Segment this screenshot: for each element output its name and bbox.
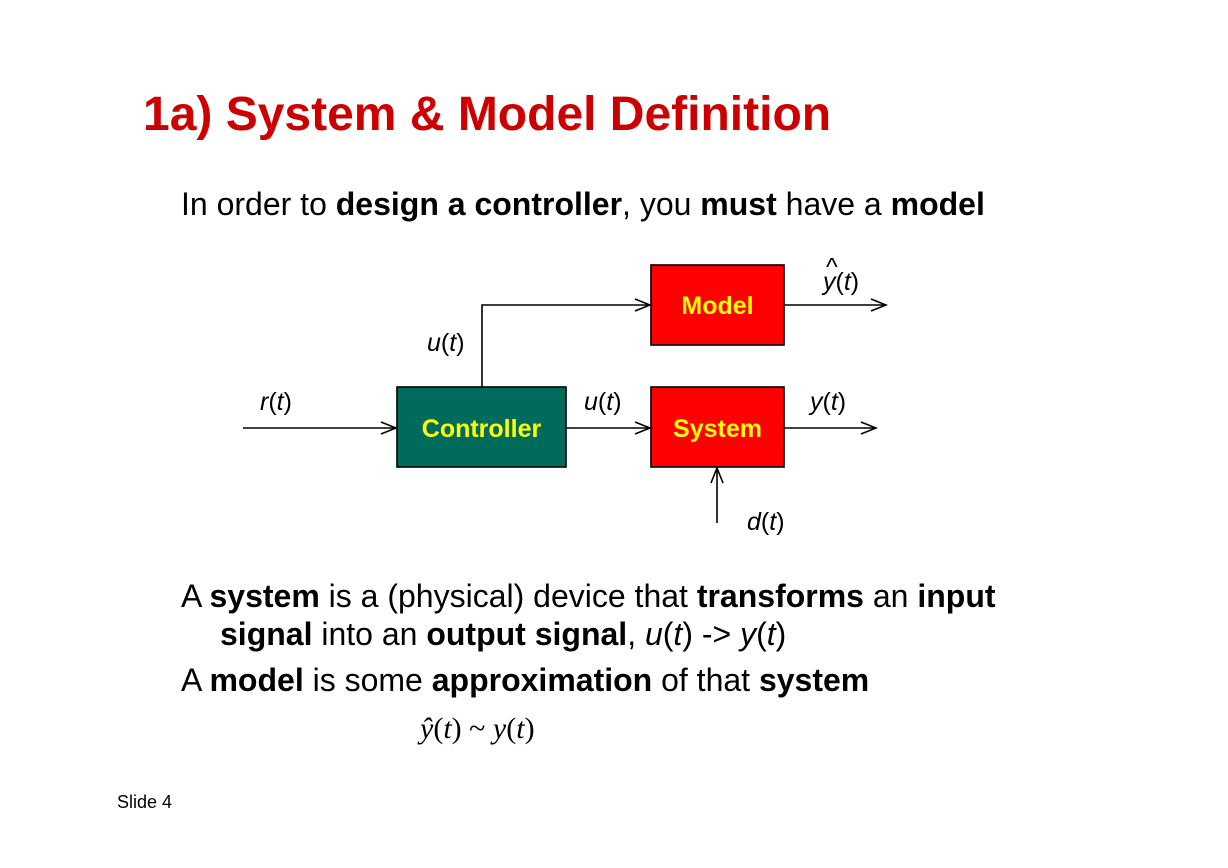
signal-yhat-hat: ^ [826, 253, 838, 281]
signal-y-label: y(t) [808, 388, 846, 416]
system-box [650, 386, 785, 468]
signal-r-label: r(t) [260, 388, 292, 416]
u-model-arrow [481, 305, 650, 388]
slide-title: 1a) System & Model Definition [143, 88, 832, 141]
signal-d-label: d(t) [747, 508, 785, 536]
intro-line: In order to design a controller, you mus… [181, 186, 985, 222]
model-box [650, 264, 785, 346]
model-definition: A model is some approximation of that sy… [181, 662, 870, 698]
approximation-formula: ŷ(t) ~ y(t) [420, 712, 535, 745]
signal-yhat-label: y(t) [821, 268, 859, 296]
controller-box [396, 386, 567, 468]
system-label: System [673, 415, 762, 443]
system-definition: A system is a (physical) device that tra… [181, 578, 996, 614]
signal-u-model-label: u(t) [427, 329, 465, 357]
slide-number: Slide 4 [117, 792, 173, 812]
model-label: Model [681, 292, 753, 320]
signal-u-system-label: u(t) [584, 388, 622, 416]
controller-label: Controller [422, 415, 542, 443]
system-definition-continued: signal into an output signal, u(t) -> y(… [220, 616, 787, 652]
